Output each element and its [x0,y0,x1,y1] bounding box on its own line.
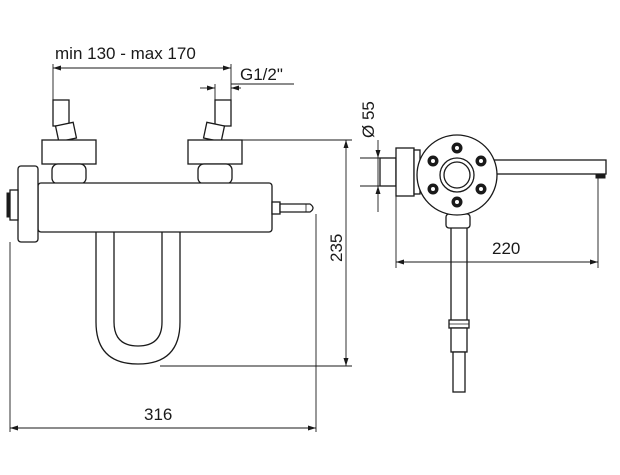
shower-hose [445,213,471,393]
front-view [6,99,314,365]
depth-label: 220 [492,239,520,258]
flange-diameter-label: Ø 55 [359,101,378,138]
width-label: 316 [144,405,172,424]
thread-dimension: G1/2" [200,65,294,100]
flange-bolts [427,142,487,208]
thread-label: G1/2" [240,65,283,84]
right-elbow [187,99,243,185]
side-view [379,134,607,393]
height-dimension: 235 [160,139,352,367]
center-distance-label: min 130 - max 170 [55,44,196,63]
center-distance-dimension: min 130 - max 170 [52,44,232,100]
wall-fitting [379,157,397,187]
left-handle [6,165,39,243]
diverter-knob [271,201,314,215]
height-label: 235 [327,234,346,262]
left-elbow [41,99,97,185]
flange-diameter-dimension: Ø 55 [359,101,381,212]
depth-dimension: 220 [395,178,599,268]
spout-arm [489,159,607,175]
mixer-body [37,182,273,233]
width-dimension: 316 [9,214,317,432]
